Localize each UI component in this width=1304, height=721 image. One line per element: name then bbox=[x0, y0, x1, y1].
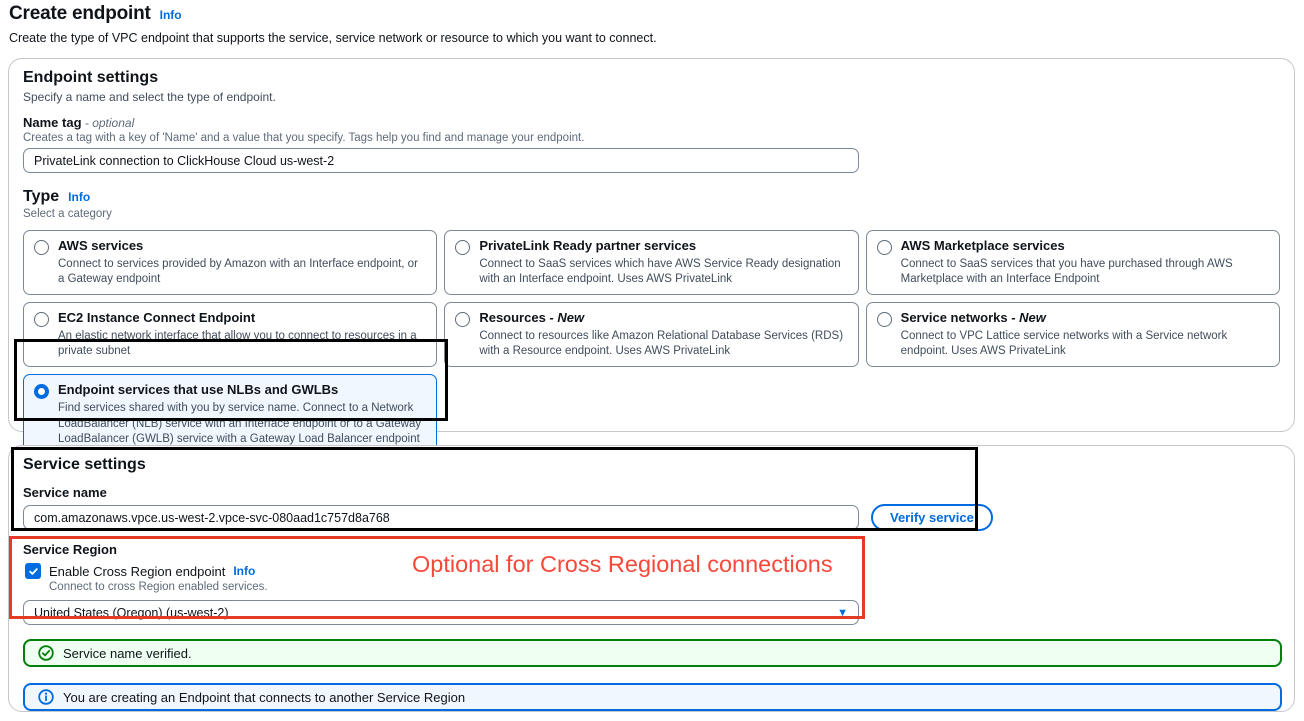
radio-icon[interactable] bbox=[34, 312, 49, 328]
cross-region-checkbox[interactable] bbox=[25, 563, 41, 579]
type-option-privatelink-partner[interactable]: PrivateLink Ready partner services Conne… bbox=[444, 230, 859, 296]
type-option-label: AWS Marketplace services bbox=[900, 238, 1065, 253]
service-name-label: Service name bbox=[23, 485, 107, 500]
info-circle-icon bbox=[38, 689, 54, 705]
type-option-label: Endpoint services that use NLBs and GWLB… bbox=[58, 382, 339, 398]
name-tag-optional: - optional bbox=[81, 116, 135, 130]
radio-icon[interactable] bbox=[455, 312, 471, 328]
type-option-description: Find services shared with you by service… bbox=[58, 402, 422, 445]
type-option-ec2-instance-connect[interactable]: EC2 Instance Connect Endpoint An elastic… bbox=[23, 302, 438, 368]
service-verified-alert: Service name verified. bbox=[23, 639, 1282, 667]
cross-region-info-link[interactable]: Info bbox=[233, 564, 256, 578]
type-info-link[interactable]: Info bbox=[68, 190, 91, 204]
success-check-icon bbox=[38, 645, 54, 661]
page-header: Create endpoint Info Create the type of … bbox=[9, 3, 657, 45]
type-option-label: Service networks bbox=[900, 310, 1008, 326]
service-name-input[interactable] bbox=[23, 505, 859, 530]
type-option-endpoint-services-nlb-gwlb[interactable]: Endpoint services that use NLBs and GWLB… bbox=[23, 374, 438, 455]
endpoint-settings-subtitle: Specify a name and select the type of en… bbox=[23, 90, 276, 104]
radio-icon[interactable] bbox=[34, 240, 49, 255]
service-verified-text: Service name verified. bbox=[63, 645, 192, 661]
page-title: Create endpoint bbox=[9, 3, 151, 24]
radio-icon[interactable] bbox=[455, 240, 471, 255]
region-select[interactable]: United States (Oregon) (us-west-2) ▼ bbox=[23, 600, 859, 625]
type-options-grid: AWS services Connect to services provide… bbox=[23, 230, 1280, 455]
service-settings-title: Service settings bbox=[23, 456, 146, 473]
cross-region-help: Connect to cross Region enabled services… bbox=[49, 581, 268, 593]
type-option-label: AWS services bbox=[58, 238, 144, 253]
type-option-description: Connect to SaaS services which have AWS … bbox=[479, 257, 841, 286]
cross-region-info-alert: You are creating an Endpoint that connec… bbox=[23, 683, 1282, 711]
service-region-label: Service Region bbox=[23, 542, 117, 557]
type-section-title: Type bbox=[23, 188, 60, 205]
type-option-aws-services[interactable]: AWS services Connect to services provide… bbox=[23, 230, 438, 296]
endpoint-settings-title: Endpoint settings bbox=[23, 69, 159, 86]
type-option-label: PrivateLink Ready partner services bbox=[479, 238, 697, 253]
type-option-service-networks[interactable]: Service networks - New Connect to VPC La… bbox=[865, 302, 1280, 368]
name-tag-help: Creates a tag with a key of 'Name' and a… bbox=[23, 132, 585, 144]
endpoint-settings-card: Endpoint settings Specify a name and sel… bbox=[8, 58, 1295, 455]
verify-service-button[interactable]: Verify service bbox=[871, 504, 993, 531]
region-select-value: United States (Oregon) (us-west-2) bbox=[34, 605, 229, 620]
type-option-marketplace[interactable]: AWS Marketplace services Connect to SaaS… bbox=[865, 230, 1280, 296]
cross-region-checkbox-label[interactable]: Enable Cross Region endpoint bbox=[49, 563, 226, 579]
chevron-down-icon: ▼ bbox=[837, 606, 848, 619]
radio-icon[interactable] bbox=[876, 240, 892, 255]
radio-icon[interactable] bbox=[876, 312, 892, 328]
radio-selected-icon[interactable] bbox=[34, 384, 49, 400]
type-option-description: Connect to services provided by Amazon w… bbox=[58, 257, 418, 286]
type-option-description: Connect to SaaS services that you have p… bbox=[900, 257, 1233, 286]
name-tag-label: Name tag - optional bbox=[23, 115, 135, 130]
type-option-resources[interactable]: Resources - New Connect to resources lik… bbox=[444, 302, 859, 368]
type-option-label: Resources bbox=[479, 310, 546, 326]
type-option-description: Connect to resources like Amazon Relatio… bbox=[479, 330, 844, 358]
type-option-description: Connect to VPC Lattice service networks … bbox=[900, 330, 1228, 358]
service-settings-card: Service settings Service name Verify ser… bbox=[8, 445, 1295, 712]
type-option-label: EC2 Instance Connect Endpoint bbox=[58, 310, 256, 326]
cross-region-alert-text: You are creating an Endpoint that connec… bbox=[63, 689, 466, 705]
checkmark-icon bbox=[28, 567, 38, 575]
page-description: Create the type of VPC endpoint that sup… bbox=[9, 31, 657, 45]
type-option-description: An elastic network interface that allow … bbox=[58, 330, 417, 358]
type-subtitle: Select a category bbox=[23, 208, 112, 220]
page-info-link[interactable]: Info bbox=[159, 8, 182, 22]
name-tag-input[interactable] bbox=[23, 148, 859, 173]
